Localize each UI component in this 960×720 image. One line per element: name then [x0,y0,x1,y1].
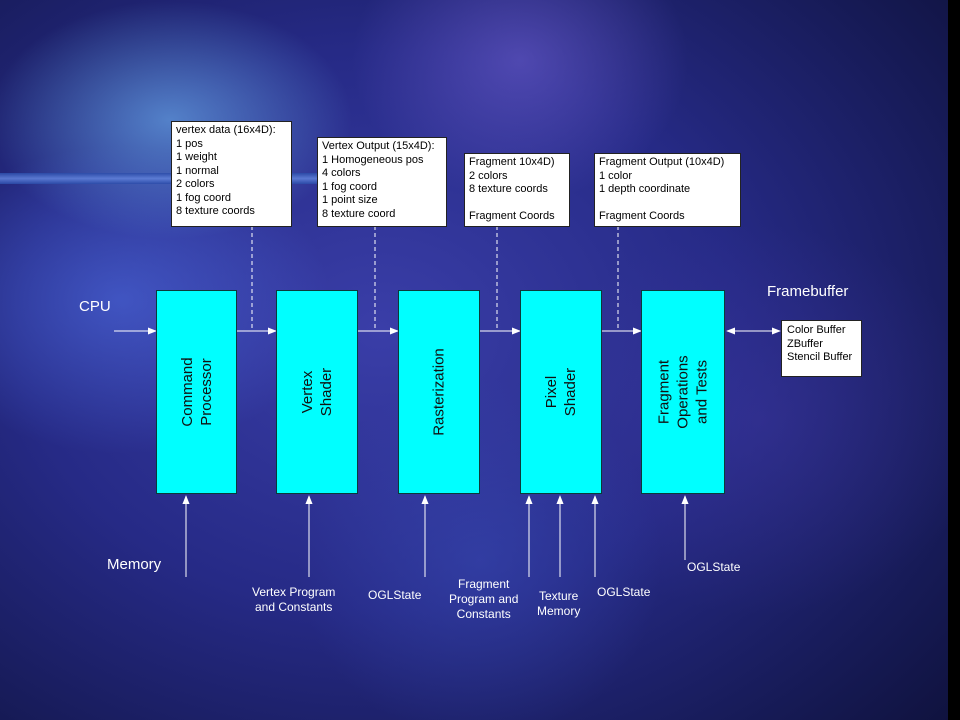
framebuffer-line: ZBuffer [787,337,823,350]
framebuffer-line: Color Buffer [787,324,846,336]
callout-line: 1 color [599,169,633,182]
block-label: Pixel Shader [543,367,579,417]
vertex-program-label: Vertex Program and Constants [252,585,336,614]
command-processor-block: Command Processor [156,290,237,494]
memory-label: Memory [107,556,162,573]
callout-line: 1 fog coord [176,191,232,204]
texture-memory-label: Texture Memory [537,589,581,618]
callout-line: 1 Homogeneous pos [322,153,424,166]
rasterization-block: Rasterization [398,290,480,494]
callout-line: 4 colors [322,167,361,179]
callout-title: Vertex Output (15x4D): [322,140,435,152]
block-label: Command Processor [178,357,215,427]
callout-vertex-output: Vertex Output (15x4D): 1 Homogeneous pos… [317,137,447,227]
framebuffer-label: Framebuffer [767,283,849,300]
callout-line: 8 texture coords [469,183,548,195]
callout-line: 8 texture coords [176,205,255,217]
callout-footer: Fragment Coords [469,210,555,222]
callout-vertex-data: vertex data (16x4D): 1 pos 1 weight 1 no… [171,121,292,227]
callout-fragment: Fragment 10x4D) 2 colors 8 texture coord… [464,153,570,227]
callout-line: 1 depth coordinate [599,183,691,195]
spacer [469,197,565,211]
callout-line: 2 colors [469,169,508,182]
oglstate-label: OGLState [597,585,651,599]
fragment-program-label: Fragment Program and Constants [449,577,519,621]
cpu-label: CPU [79,298,111,315]
vertex-shader-block: Vertex Shader [276,290,358,494]
callout-line: 2 colors [176,178,215,190]
spacer [599,197,736,211]
callout-title: Fragment Output (10x4D) [599,156,725,168]
decorative-band [0,173,320,184]
callout-title: vertex data (16x4D): [176,124,276,136]
fragment-operations-block: Fragment Operations and Tests [641,290,725,494]
callout-footer: Fragment Coords [599,210,685,222]
framebuffer-line: Stencil Buffer [787,351,853,363]
pixel-shader-block: Pixel Shader [520,290,602,494]
oglstate-label: OGLState [687,560,741,574]
callout-fragment-output: Fragment Output (10x4D) 1 color 1 depth … [594,153,741,227]
callout-line: 1 point size [322,194,378,206]
block-label: Rasterization [430,348,448,436]
block-label: Fragment Operations and Tests [655,355,711,429]
callout-line: 1 normal [176,164,219,177]
callout-line: 1 weight [176,151,217,163]
callout-line: 8 texture coord [322,207,396,220]
framebuffer-box: Color Buffer ZBuffer Stencil Buffer [781,320,862,377]
oglstate-label: OGLState [368,588,422,602]
block-label: Vertex Shader [299,367,335,417]
callout-line: 1 pos [176,137,203,150]
callout-line: 1 fog coord [322,180,378,193]
callout-title: Fragment 10x4D) [469,156,555,168]
right-edge-strip [948,0,960,720]
